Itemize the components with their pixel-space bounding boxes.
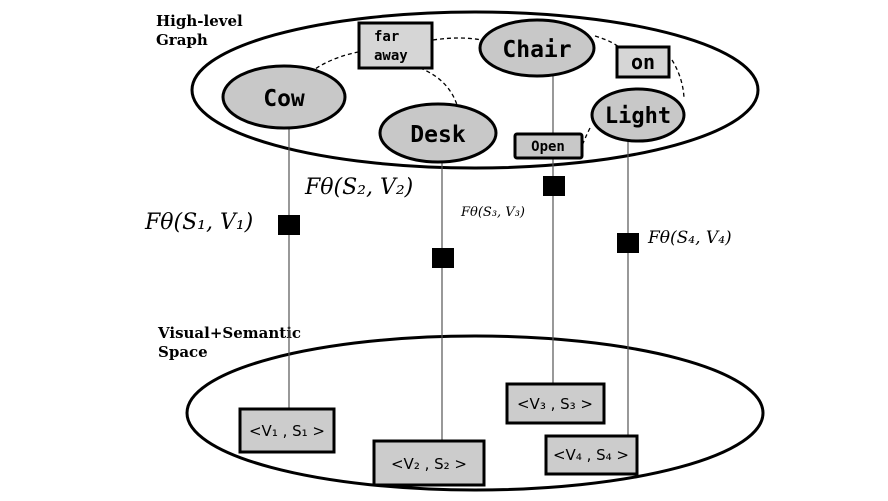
vertical-connectors <box>288 70 629 443</box>
node-desk: Desk <box>378 102 498 164</box>
pair-box-2: <V₂ , S₂ > <box>372 439 486 487</box>
visual-label-line1: Visual+Semantic <box>157 324 301 342</box>
relation-far-away: far away <box>357 21 434 70</box>
function-node-2 <box>432 248 454 268</box>
pair-box-4: <V₄ , S₄ > <box>544 434 639 476</box>
relation-far-away-line1: far <box>374 29 399 45</box>
node-cow: Cow <box>221 64 347 130</box>
relation-open-box <box>513 132 584 160</box>
visual-label-line2: Space <box>158 343 208 361</box>
node-chair-label: Chair <box>502 37 571 63</box>
pair-box-2-rect <box>372 439 486 487</box>
high-level-label-line1: High-level <box>156 12 243 30</box>
relation-open: Open <box>513 132 584 160</box>
pair-box-3-label: <V₃ , S₃ > <box>517 395 593 413</box>
function-label-4: Fθ(S₄, V₄) <box>647 228 732 248</box>
pair-box-1: <V₁ , S₁ > <box>238 407 336 454</box>
node-light-shape <box>590 87 686 143</box>
pair-box-4-label: <V₄ , S₄ > <box>553 446 629 464</box>
edge-on-light <box>671 59 685 99</box>
node-desk-shape <box>378 102 498 164</box>
high-level-label-line2: Graph <box>156 31 208 49</box>
edge-faraway-desk <box>419 67 459 109</box>
node-light-label: Light <box>605 104 671 129</box>
pair-box-3-rect <box>505 382 606 425</box>
function-label-2: Fθ(S₂, V₂) <box>304 175 413 200</box>
edge-faraway-chair <box>432 37 483 41</box>
pair-box-4-rect <box>544 434 639 476</box>
pair-box-1-label: <V₁ , S₁ > <box>249 422 325 440</box>
node-chair-shape <box>478 18 596 78</box>
relation-far-away-box <box>357 21 434 70</box>
node-chair: Chair <box>478 18 596 78</box>
relation-on: on <box>615 45 671 79</box>
node-cow-shape <box>221 64 347 130</box>
pair-box-2-label: <V₂ , S₂ > <box>391 455 467 473</box>
relation-on-label: on <box>631 50 655 74</box>
visual-semantic-space-region <box>185 334 765 492</box>
pair-box-1-rect <box>238 407 336 454</box>
function-node-4 <box>617 233 639 253</box>
function-node-1 <box>278 215 300 235</box>
relation-far-away-line2: away <box>374 48 408 64</box>
node-cow-label: Cow <box>263 86 305 112</box>
relation-open-label: Open <box>531 139 565 155</box>
edge-cow-faraway <box>299 51 359 83</box>
function-label-3: Fθ(S₃, V₃) <box>460 205 525 220</box>
pair-box-3: <V₃ , S₃ > <box>505 382 606 425</box>
function-label-1: Fθ(S₁, V₁) <box>144 210 253 235</box>
relation-on-box <box>615 45 671 79</box>
function-node-3 <box>543 176 565 196</box>
edge-light-open <box>581 127 591 147</box>
node-desk-label: Desk <box>410 122 466 148</box>
high-level-graph-region <box>190 10 760 170</box>
node-light: Light <box>590 87 686 143</box>
